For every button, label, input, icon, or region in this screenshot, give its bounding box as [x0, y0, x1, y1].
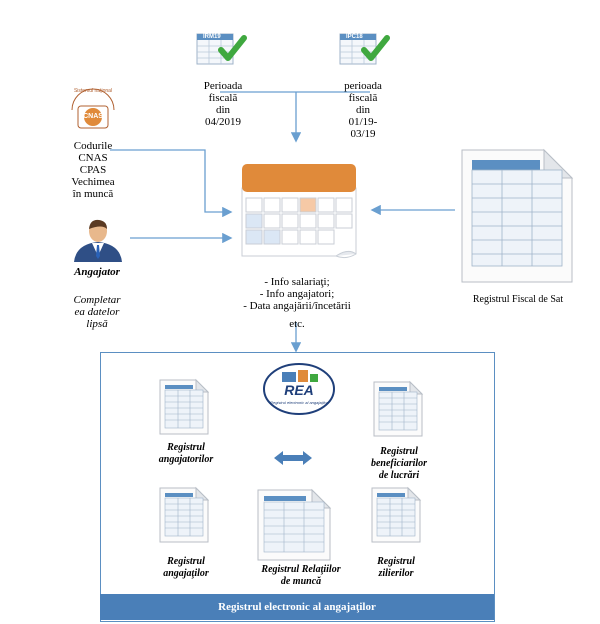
- bidirectional-arrow-icon: [274, 450, 312, 466]
- fiscal-register-label: Registrul Fiscal de Sat: [472, 294, 564, 305]
- employer-sub-line: Completar: [73, 294, 121, 306]
- employer-title: Angajator: [74, 266, 120, 278]
- labor-relations-register-label: Registrul Relaţiilor de muncă: [236, 564, 366, 588]
- cnas-logo-text: CNAS: [83, 113, 103, 120]
- labor-relations-register-icon: [256, 488, 332, 562]
- beneficiaries-register-label: Registrul beneficiarilor de lucrări: [344, 446, 454, 482]
- ipc18-card-icon: IPC18: [338, 30, 390, 68]
- period1-line: Perioada: [203, 80, 243, 92]
- beneficiaries-register-icon: [372, 380, 424, 438]
- cnas-logo: CNAS Sistemul naţional: [64, 88, 122, 136]
- employer-sub-line: lipsă: [86, 318, 108, 330]
- period1-line: 04/2019: [204, 116, 242, 128]
- period-label-2: perioada fiscală din 01/19- 03/19: [328, 80, 398, 140]
- period2-line: din: [355, 104, 371, 116]
- rea-footer-bar: Registrul electronic al angajaţilor: [100, 594, 494, 620]
- period1-line: din: [215, 104, 231, 116]
- register-line: angajatorilor: [158, 454, 214, 465]
- irm19-card-icon: IRM19: [195, 30, 247, 68]
- info-item: etc.: [289, 318, 305, 330]
- employees-register-label: Registrul angajaţilor: [136, 556, 236, 580]
- calendar-icon: [236, 158, 362, 262]
- day-laborers-register-icon: [370, 486, 422, 544]
- day-laborers-register-label: Registrul zilierilor: [350, 556, 442, 580]
- employer-avatar-icon: [70, 218, 126, 262]
- info-item: - Info salariaţi;: [264, 276, 330, 288]
- cnas-line: Vechimea: [71, 176, 115, 188]
- cnas-line: în muncă: [72, 188, 114, 200]
- period-label-1: Perioada fiscală din 04/2019: [188, 80, 258, 128]
- register-line: angajaţilor: [163, 568, 209, 579]
- ipc18-label: IPC18: [346, 34, 363, 40]
- fiscal-register-document-icon: [458, 148, 576, 284]
- period2-line: fiscală: [348, 92, 378, 104]
- register-line: de lucrări: [378, 470, 420, 481]
- info-list: - Info salariaţi; - Info angajatori; - D…: [222, 276, 372, 330]
- cnas-arc-text: Sistemul naţional: [73, 88, 113, 94]
- register-line: Registrul Relaţiilor: [261, 564, 341, 575]
- period2-line: 03/19: [350, 128, 376, 140]
- info-item: - Info angajatori;: [259, 288, 335, 300]
- employers-register-label: Registrul angajatorilor: [136, 442, 236, 466]
- info-item: - Data angajării/încetării: [243, 300, 351, 312]
- period1-line: fiscală: [208, 92, 238, 104]
- cnas-label: Codurile CNAS CPAS Vechimea în muncă: [58, 140, 128, 200]
- rea-tagline: Registrul electronic al angajaţilor: [270, 400, 328, 405]
- period2-line: perioada: [344, 80, 382, 92]
- employer-sub-line: ea datelor: [74, 306, 120, 318]
- employees-register-icon: [158, 486, 210, 544]
- period2-line: 01/19-: [348, 116, 378, 128]
- rea-logo: REA Registrul electronic al angajaţilor: [262, 362, 336, 416]
- cnas-line: CPAS: [79, 164, 107, 176]
- register-line: zilierilor: [378, 568, 414, 579]
- cnas-line: CNAS: [78, 152, 108, 164]
- register-line: beneficiarilor: [370, 458, 428, 469]
- register-line: de muncă: [280, 576, 322, 587]
- employer-subtitle: Completar ea datelor lipsă: [56, 294, 138, 330]
- arrow-cnas-to-calendar: [110, 149, 233, 218]
- irm19-label: IRM19: [203, 34, 221, 40]
- cnas-line: Codurile: [73, 140, 113, 152]
- employers-register-icon: [158, 378, 210, 436]
- register-line: Registrul: [167, 442, 205, 453]
- register-line: Registrul: [167, 556, 205, 567]
- rea-logo-text: REA: [284, 382, 314, 398]
- register-line: Registrul: [377, 556, 415, 567]
- register-line: Registrul: [380, 446, 418, 457]
